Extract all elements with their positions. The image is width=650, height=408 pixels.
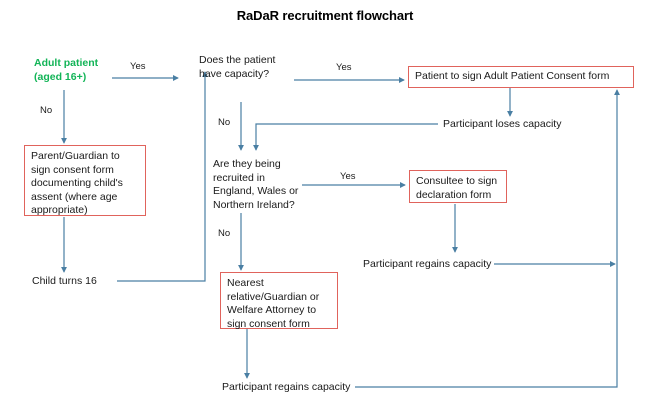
edge-label-start-to-capacity: Yes [130,61,146,72]
edge-label-recruited-yes: Yes [340,171,356,182]
node-start[interactable]: Adult patient (aged 16+) [34,57,114,84]
node-nearest-relative-label: Nearest relative/Guardian or Welfare Att… [227,277,320,330]
node-capacity-question-line2: have capacity? [199,67,270,80]
node-consultee-box[interactable]: Consultee to sign declaration form [409,170,507,203]
node-nearest-relative-box[interactable]: Nearest relative/Guardian or Welfare Att… [220,272,338,330]
node-participant-regains-capacity-mid[interactable]: Participant regains capacity [363,258,491,272]
edge-label-capacity-no: No [218,117,231,128]
node-participant-loses-capacity-label: Participant loses capacity [443,118,562,130]
node-participant-regains-capacity-bottom[interactable]: Participant regains capacity [222,381,350,395]
node-participant-loses-capacity[interactable]: Participant loses capacity [443,118,561,132]
node-consultee-label: Consultee to sign declaration form [416,175,498,201]
edge-label-start-to-parent: No [40,105,53,116]
node-adult-consent-label: Patient to sign Adult Patient Consent fo… [415,70,610,83]
node-recruited-question[interactable]: Are they being recruited in England, Wal… [213,158,313,212]
node-parent-guardian-label: Parent/Guardian to sign consent form doc… [31,150,123,216]
node-child-turns-16-label: Child turns 16 [32,275,97,287]
node-child-turns-16[interactable]: Child turns 16 [32,275,97,289]
node-recruited-question-line1: Are they being [213,158,281,170]
edge-label-capacity-yes: Yes [336,62,352,73]
node-recruited-question-line2: recruited in [213,171,265,184]
node-adult-consent-box[interactable]: Patient to sign Adult Patient Consent fo… [408,66,634,88]
edge-loses-capacity-to-recruited [253,123,438,151]
node-participant-regains-capacity-bottom-label: Participant regains capacity [222,381,351,393]
node-capacity-question-line1: Does the patient [199,54,276,66]
node-parent-guardian-box[interactable]: Parent/Guardian to sign consent form doc… [24,145,146,216]
node-start-line2: (aged 16+) [34,70,87,83]
node-capacity-question[interactable]: Does the patient have capacity? [199,54,299,81]
node-participant-regains-capacity-mid-label: Participant regains capacity [363,258,492,270]
node-recruited-question-line4: Northern Ireland? [213,198,295,211]
edge-label-recruited-no: No [218,228,231,239]
node-recruited-question-line3: England, Wales or [213,185,299,197]
page-title: RaDaR recruitment flowchart [236,8,414,23]
node-start-line1: Adult patient [34,57,99,69]
edge-regains-bottom-riser [355,264,618,388]
